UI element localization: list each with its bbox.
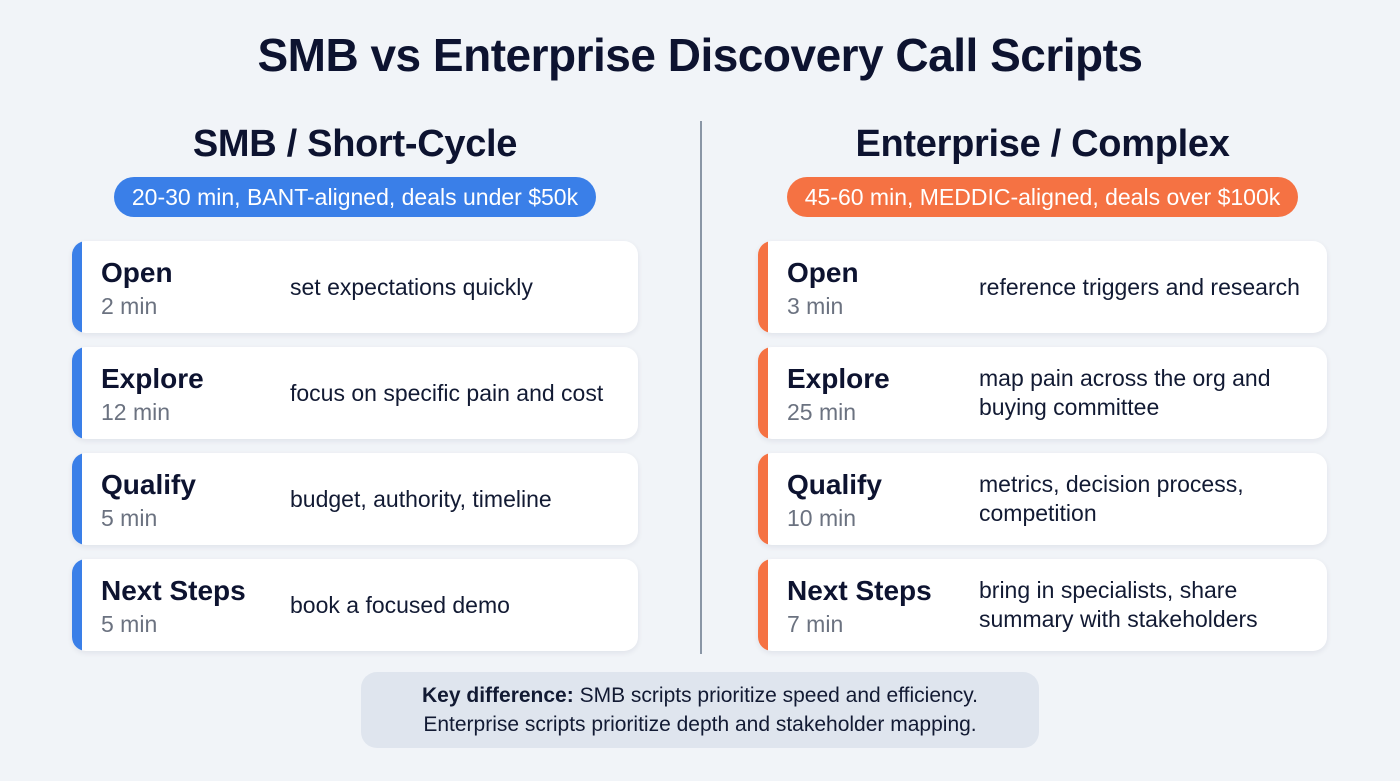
step-phase: Qualify bbox=[101, 469, 196, 500]
step-description: book a focused demo bbox=[290, 591, 510, 618]
enterprise-heading: Enterprise / Complex bbox=[855, 123, 1230, 165]
step-duration: 7 min bbox=[787, 611, 844, 637]
smb-column: SMB / Short-Cycle 20-30 min, BANT-aligne… bbox=[72, 120, 638, 665]
accent-bar bbox=[758, 559, 768, 651]
smb-step-explore: Explore 12 min focus on specific pain an… bbox=[72, 347, 638, 439]
accent-bar bbox=[72, 347, 82, 439]
step-description: map pain across the org and buying commi… bbox=[979, 365, 1271, 420]
step-phase: Open bbox=[101, 257, 173, 288]
accent-bar bbox=[758, 241, 768, 333]
callout-label: Key difference: bbox=[422, 684, 574, 707]
step-description: budget, authority, timeline bbox=[290, 485, 552, 512]
step-duration: 10 min bbox=[787, 505, 857, 531]
callout-line-2: Enterprise scripts prioritize depth and … bbox=[423, 713, 977, 736]
smb-step-qualify: Qualify 5 min budget, authority, timelin… bbox=[72, 453, 638, 545]
step-duration: 2 min bbox=[101, 293, 158, 319]
key-difference-callout: Key difference: SMB scripts prioritize s… bbox=[361, 672, 1039, 748]
step-duration: 12 min bbox=[101, 399, 171, 425]
page-title: SMB vs Enterprise Discovery Call Scripts bbox=[257, 29, 1143, 81]
step-description: metrics, decision process, competition bbox=[979, 471, 1244, 526]
smb-steps-list: Open 2 min set expectations quickly Expl… bbox=[72, 241, 638, 651]
step-phase: Next Steps bbox=[787, 575, 932, 606]
column-divider bbox=[700, 121, 702, 654]
accent-bar bbox=[72, 453, 82, 545]
smb-step-open: Open 2 min set expectations quickly bbox=[72, 241, 638, 333]
step-duration: 25 min bbox=[787, 399, 857, 425]
callout-line-1: Key difference: SMB scripts prioritize s… bbox=[422, 681, 978, 710]
enterprise-steps-list: Open 3 min reference triggers and resear… bbox=[758, 241, 1327, 651]
smb-step-next-steps: Next Steps 5 min book a focused demo bbox=[72, 559, 638, 651]
enterprise-step-open: Open 3 min reference triggers and resear… bbox=[758, 241, 1327, 333]
accent-bar bbox=[72, 241, 82, 333]
enterprise-step-qualify: Qualify 10 min metrics, decision process… bbox=[758, 453, 1327, 545]
step-description: set expectations quickly bbox=[290, 273, 533, 300]
enterprise-summary-badge: 45-60 min, MEDDIC-aligned, deals over $1… bbox=[786, 177, 1299, 217]
enterprise-step-explore: Explore 25 min map pain across the org a… bbox=[758, 347, 1327, 439]
accent-bar bbox=[758, 453, 768, 545]
enterprise-step-next-steps: Next Steps 7 min bring in specialists, s… bbox=[758, 559, 1327, 651]
step-phase: Explore bbox=[101, 363, 204, 394]
step-phase: Qualify bbox=[787, 469, 882, 500]
step-phase: Next Steps bbox=[101, 575, 246, 606]
step-phase: Explore bbox=[787, 363, 890, 394]
step-description: focus on specific pain and cost bbox=[290, 379, 604, 406]
smb-heading: SMB / Short-Cycle bbox=[192, 123, 518, 165]
step-description: reference triggers and research bbox=[979, 273, 1300, 300]
step-phase: Open bbox=[787, 257, 859, 288]
enterprise-column: Enterprise / Complex 45-60 min, MEDDIC-a… bbox=[758, 120, 1327, 665]
step-duration: 5 min bbox=[101, 611, 158, 637]
step-duration: 5 min bbox=[101, 505, 158, 531]
callout-text-1: SMB scripts prioritize speed and efficie… bbox=[573, 684, 978, 707]
step-duration: 3 min bbox=[787, 293, 844, 319]
step-description: bring in specialists, share summary with… bbox=[979, 577, 1258, 632]
accent-bar bbox=[758, 347, 768, 439]
accent-bar bbox=[72, 559, 82, 651]
smb-summary-badge: 20-30 min, BANT-aligned, deals under $50… bbox=[113, 177, 597, 217]
